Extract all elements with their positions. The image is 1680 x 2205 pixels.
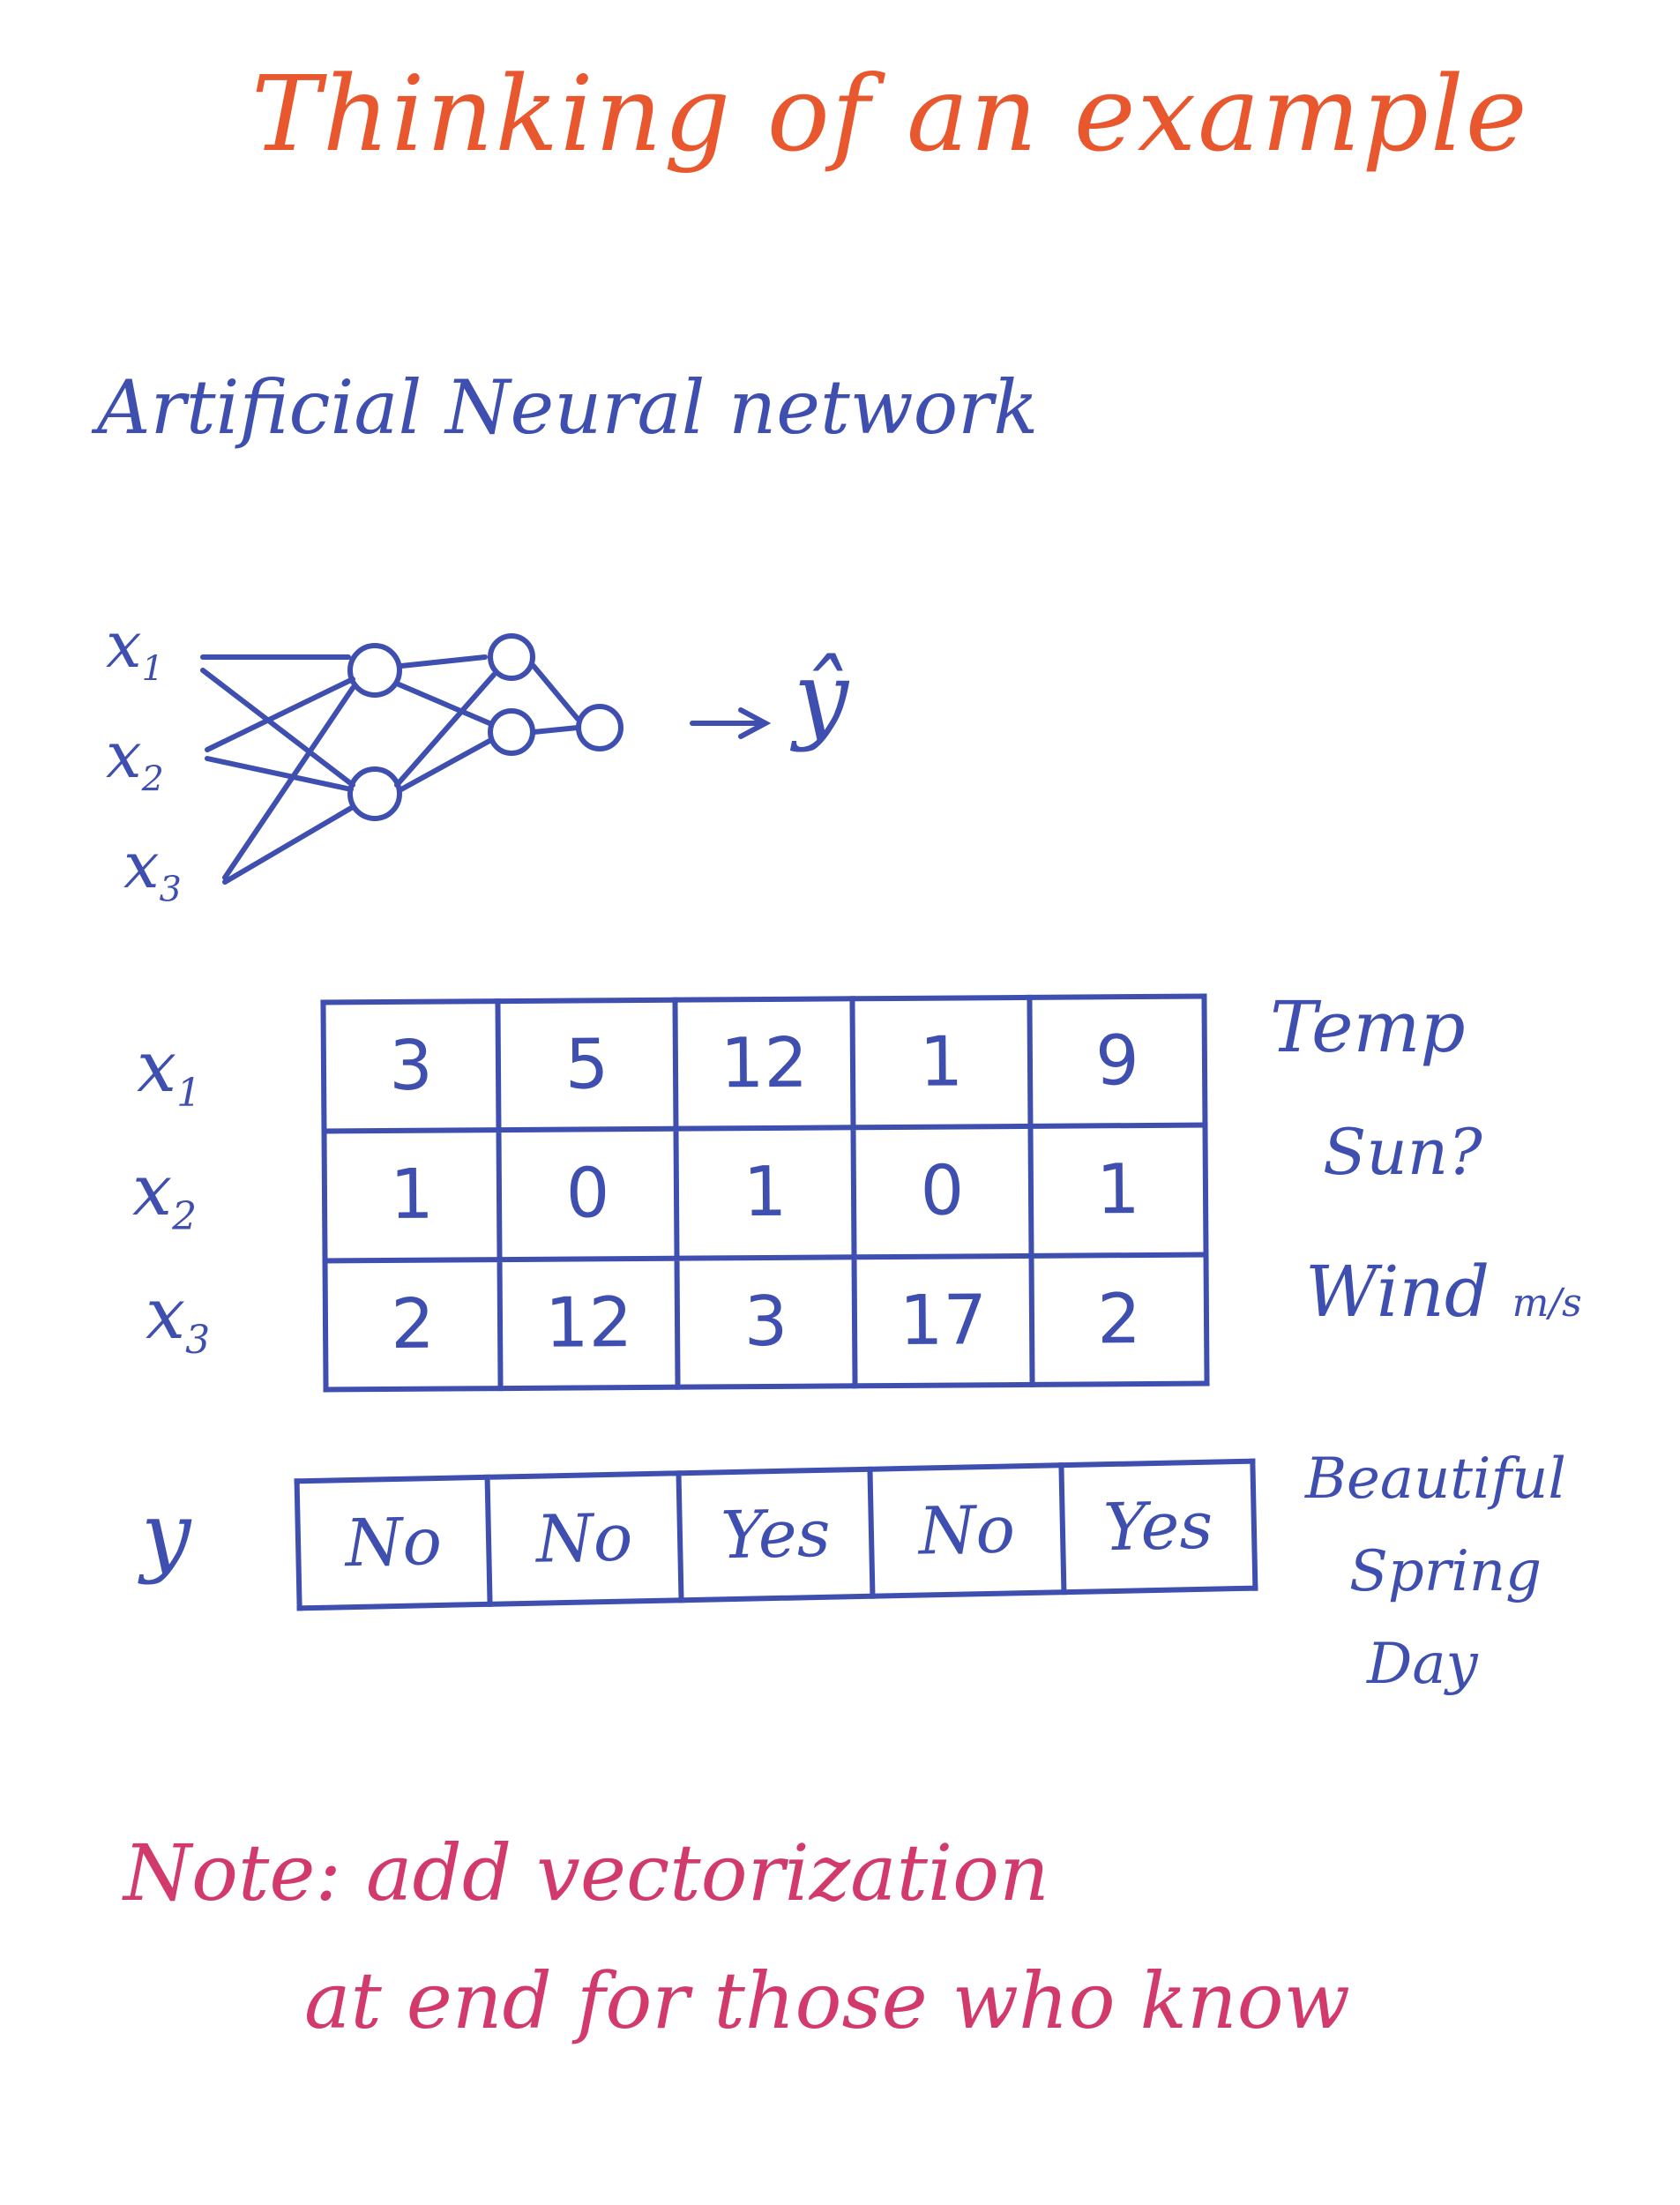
- table-cell: 12: [499, 1258, 678, 1389]
- table-cell: 1: [676, 1127, 855, 1259]
- hidden-node: [488, 708, 535, 756]
- table-cell: Yes: [678, 1469, 873, 1601]
- table-cell: No: [870, 1465, 1064, 1596]
- edge: [222, 685, 355, 880]
- page-title: Thinking of an example: [251, 53, 1529, 175]
- table-cell: 0: [853, 1126, 1032, 1257]
- output-yhat-label: ŷ: [794, 640, 849, 753]
- section-heading: Artificial Neural network: [97, 364, 1039, 451]
- table-row: 2 12 3 17 2: [325, 1254, 1207, 1390]
- edge: [531, 663, 580, 721]
- table-cell: 1: [1030, 1125, 1206, 1256]
- table-cell: 3: [676, 1256, 855, 1387]
- row-description-temp: Temp: [1270, 986, 1466, 1068]
- arrow-head: [738, 707, 772, 739]
- table-row: 3 5 12 1 9: [323, 996, 1206, 1132]
- row-description-wind: Wind m/s: [1305, 1257, 1582, 1327]
- table-cell: Yes: [1060, 1461, 1256, 1593]
- table-cell: No: [296, 1476, 490, 1609]
- input-x3-label: x3: [123, 828, 182, 910]
- table-cell: 1: [324, 1130, 500, 1261]
- edge: [200, 668, 355, 788]
- row-description-sun: Sun?: [1323, 1115, 1482, 1189]
- table-row: 1 0 1 0 1: [324, 1125, 1206, 1261]
- edge: [205, 756, 354, 792]
- table-cell: No: [487, 1473, 682, 1604]
- edge: [205, 676, 355, 752]
- hidden-node: [347, 643, 402, 698]
- edge: [222, 804, 355, 885]
- edge: [531, 725, 580, 735]
- table-cell: 1: [852, 997, 1031, 1128]
- edge: [394, 672, 497, 788]
- wind-text: Wind: [1305, 1251, 1490, 1333]
- input-x2-label: x2: [106, 718, 164, 800]
- row-label-x3: x3: [146, 1273, 211, 1363]
- output-node: [576, 704, 623, 751]
- table-cell: 2: [325, 1259, 501, 1390]
- hidden-node: [488, 633, 535, 681]
- feature-table: 3 5 12 1 9 1 0 1 0 1 2 12 3 17 2: [320, 993, 1210, 1393]
- target-description-line: Day: [1367, 1632, 1478, 1697]
- table-row: No No Yes No Yes: [296, 1461, 1256, 1609]
- note-line-2: at end for those who know: [304, 1955, 1350, 2046]
- table-cell: 3: [323, 1001, 499, 1132]
- edge: [399, 654, 488, 669]
- hidden-node: [347, 766, 402, 821]
- row-label-x1: x1: [137, 1026, 202, 1116]
- table-cell: 0: [498, 1129, 677, 1259]
- input-x1-label: x1: [106, 608, 164, 690]
- note-line-1: Note: add vectorization: [123, 1828, 1049, 1918]
- target-description-line: Beautiful: [1305, 1446, 1566, 1512]
- table-cell: 17: [854, 1255, 1033, 1387]
- table-cell: 2: [1031, 1254, 1207, 1385]
- edge: [399, 738, 492, 792]
- table-cell: 12: [675, 998, 854, 1130]
- target-description-line: Spring: [1349, 1539, 1542, 1604]
- target-table: No No Yes No Yes: [294, 1458, 1258, 1611]
- row-label-y: y: [141, 1483, 191, 1586]
- row-label-x2: x2: [132, 1149, 198, 1239]
- table-cell: 5: [497, 999, 676, 1131]
- table-cell: 9: [1029, 996, 1206, 1127]
- wind-unit: m/s: [1512, 1281, 1582, 1326]
- edge: [394, 681, 492, 726]
